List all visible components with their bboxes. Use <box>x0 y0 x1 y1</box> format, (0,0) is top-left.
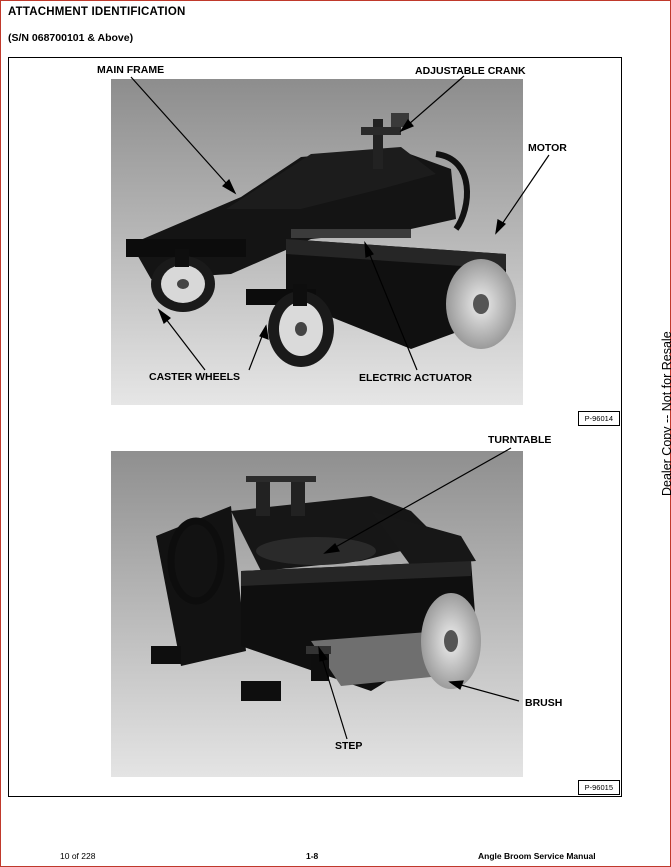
figure-1-leader-lines <box>130 75 550 371</box>
figure-2-leader-lines <box>318 447 520 740</box>
callout-electric-actuator: ELECTRIC ACTUATOR <box>359 372 472 384</box>
callout-main-frame: MAIN FRAME <box>97 64 165 76</box>
serial-range: (S/N 068700101 & Above) <box>8 32 134 44</box>
photo-number: P-96015 <box>577 780 620 795</box>
angle-broom-photo-front <box>111 79 523 405</box>
dealer-copy-note: Dealer Copy -- Not for Resale <box>660 331 671 496</box>
callout-caster-wheels: CASTER WHEELS <box>149 371 241 383</box>
footer-manual-title: Angle Broom Service Manual <box>478 851 596 861</box>
callout-motor: MOTOR <box>528 142 567 154</box>
callout-turntable: TURNTABLE <box>488 434 552 446</box>
photo-number: P-96014 <box>577 411 620 426</box>
angle-broom-photo-rear <box>111 451 523 777</box>
callout-step: STEP <box>335 740 363 752</box>
figure-1: MAIN FRAME ADJUSTABLE CRANK MOTOR CASTER… <box>8 57 622 428</box>
footer-page-of: 10 of 228 <box>60 851 96 861</box>
page-title: ATTACHMENT IDENTIFICATION <box>8 6 186 18</box>
callout-brush: BRUSH <box>525 697 563 709</box>
footer-page-number: 1-8 <box>306 851 319 861</box>
figure-2: TURNTABLE BRUSH STEP P-96015 <box>8 426 622 797</box>
callout-adjustable-crank: ADJUSTABLE CRANK <box>415 65 526 77</box>
